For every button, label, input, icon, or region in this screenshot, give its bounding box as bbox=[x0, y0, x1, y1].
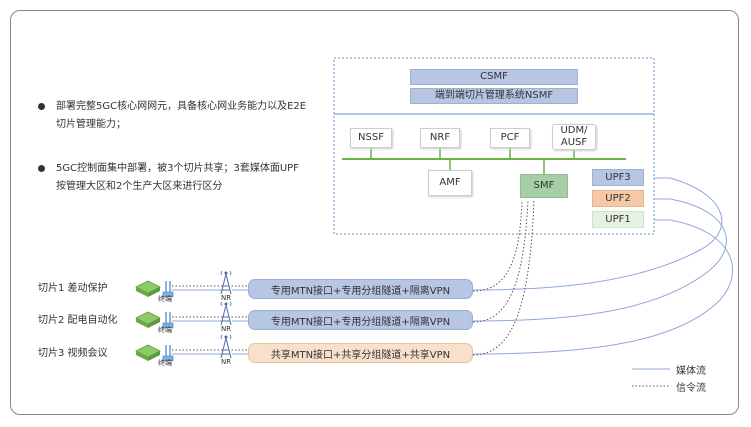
amf-label: AMF bbox=[439, 177, 461, 188]
udm-ausf-box: UDM/ AUSF bbox=[552, 124, 596, 150]
terminal-icon bbox=[135, 280, 174, 298]
terminal-label-3: 终端 bbox=[158, 359, 172, 367]
nr-tower-icon bbox=[220, 301, 232, 326]
bullet-dot bbox=[38, 165, 45, 172]
bullet-dot bbox=[38, 103, 45, 110]
pipe-label-1: 专用MTN接口+专用分组隧道+隔离VPN bbox=[270, 285, 451, 297]
terminal-icon bbox=[135, 344, 174, 362]
nssf-label: NSSF bbox=[358, 132, 384, 143]
upf3-box: UPF3 bbox=[592, 169, 644, 186]
nr-tower-icon bbox=[220, 270, 232, 295]
nrf-label: NRF bbox=[429, 132, 451, 143]
pipe-label-2: 专用MTN接口+专用分组隧道+隔离VPN bbox=[270, 316, 451, 328]
outer-frame bbox=[10, 10, 739, 415]
pipe-label-3: 共享MTN接口+共享分组隧道+共享VPN bbox=[270, 349, 451, 361]
nsmf-box: 端到端切片管理系统NSMF bbox=[410, 88, 578, 104]
signal-line-slice3 bbox=[472, 199, 535, 356]
pcf-label: PCF bbox=[500, 132, 520, 143]
transport-pipe-2: 专用MTN接口+专用分组隧道+隔离VPN bbox=[248, 310, 473, 330]
slice-1-label: 切片1 差动保护 bbox=[38, 283, 108, 294]
nr-label-3: NR bbox=[221, 358, 232, 366]
upf2-box: UPF2 bbox=[592, 190, 644, 207]
media-line-slice3 bbox=[472, 219, 734, 355]
bullet-2: 5GC控制面集中部署，被3个切片共享；3套媒体面UPF按管理大区和2个生产大区来… bbox=[38, 160, 308, 196]
upf2-label: UPF2 bbox=[605, 192, 631, 204]
smf-box: SMF bbox=[520, 174, 568, 198]
management-region-border bbox=[333, 57, 655, 115]
nr-label-1: NR bbox=[221, 294, 232, 302]
amf-box: AMF bbox=[428, 170, 472, 196]
nsmf-label: 端到端切片管理系统NSMF bbox=[434, 90, 554, 101]
media-line-slice1 bbox=[472, 177, 723, 291]
access-links bbox=[172, 285, 248, 355]
upf3-label: UPF3 bbox=[605, 171, 631, 183]
nr-label-2: NR bbox=[221, 325, 232, 333]
transport-pipe-3: 共享MTN接口+共享分组隧道+共享VPN bbox=[248, 343, 473, 363]
signal-line-slice1 bbox=[472, 199, 523, 292]
slice-2-label: 切片2 配电自动化 bbox=[38, 315, 118, 326]
upf1-label: UPF1 bbox=[605, 213, 631, 225]
terminal-label-1: 终端 bbox=[158, 295, 172, 303]
smf-label: SMF bbox=[533, 180, 555, 191]
legend-signal-label: 信令流 bbox=[676, 383, 706, 394]
terminal-label-2: 终端 bbox=[158, 326, 172, 334]
media-line-slice2 bbox=[472, 198, 727, 322]
transport-pipe-1: 专用MTN接口+专用分组隧道+隔离VPN bbox=[248, 279, 473, 299]
nssf-box: NSSF bbox=[350, 128, 392, 148]
csmf-label: CSMF bbox=[480, 71, 508, 82]
bullet-1: 部署完整5GC核心网网元，具备核心网业务能力以及E2E切片管理能力； bbox=[38, 98, 308, 134]
pcf-box: PCF bbox=[490, 128, 530, 148]
slice-3-label: 切片3 视频会议 bbox=[38, 348, 108, 359]
core-region-border bbox=[333, 113, 655, 235]
nr-tower-icon bbox=[220, 334, 232, 359]
csmf-box: CSMF bbox=[410, 69, 578, 85]
nrf-box: NRF bbox=[420, 128, 460, 148]
upf1-box: UPF1 bbox=[592, 211, 644, 228]
signal-line-slice2 bbox=[472, 199, 529, 323]
udm-ausf-label: UDM/ AUSF bbox=[560, 125, 588, 148]
terminal-icon bbox=[135, 311, 174, 329]
legend-media-label: 媒体流 bbox=[676, 366, 706, 377]
